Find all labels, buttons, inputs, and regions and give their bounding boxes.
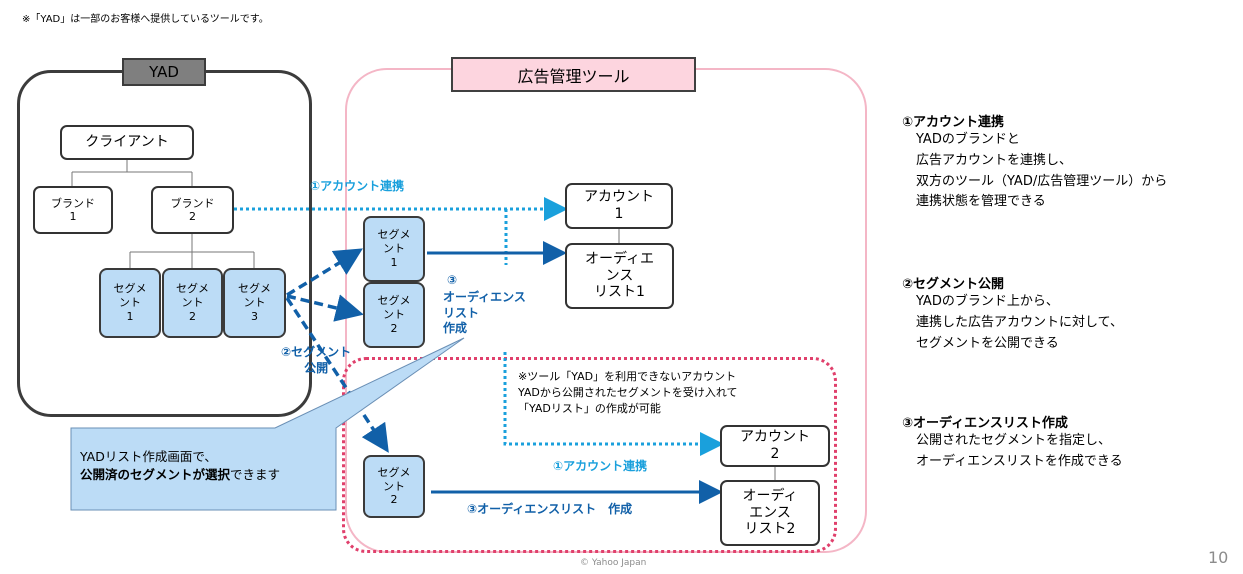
publish-arrow-1 (286, 248, 363, 297)
callout-shape (70, 337, 465, 511)
page-number: 10 (1208, 548, 1229, 567)
side-heading-2: ②セグメント公開 (902, 277, 1005, 292)
published-segment-1-box: セグメ ント 1 (363, 216, 425, 282)
side-heading-3: ③オーディエンスリスト作成 (902, 416, 1068, 431)
segment-3-box: セグメ ント 3 (223, 268, 286, 338)
hierarchy-lines (71, 159, 776, 480)
yad-title: YAD (122, 58, 206, 86)
segment-publish-label: ②セグメント 公開 (281, 345, 352, 375)
account-link-arrow-2 (503, 352, 724, 456)
brand-2-box: ブランド 2 (151, 186, 234, 234)
client-box: クライアント (60, 125, 194, 160)
non-yad-account-frame (342, 357, 837, 553)
audience-list-1-box: オーディエ ンス リスト1 (565, 243, 674, 309)
callout-rest: できます (230, 467, 281, 483)
audience-step-number: ③ (447, 273, 458, 287)
account-link-label-1: ①アカウント連携 (310, 179, 405, 193)
callout-line-1: YADリスト作成画面で、 (80, 449, 217, 464)
audience-create-label: オーディエンス リスト 作成 (443, 290, 526, 336)
side-body-1: YADのブランドと 広告アカウントを連携し、 双方のツール（YAD/広告管理ツー… (916, 132, 1168, 210)
account-1-box: アカウント 1 (565, 183, 673, 229)
side-explanation-3: ③オーディエンスリスト作成 公開されたセグメントを指定し、 オーディエンスリスト… (902, 412, 1123, 473)
callout-line-2: 公開済のセグメントが選択できます (80, 466, 280, 484)
footnote: ※「YAD」は一部のお客様へ提供しているツールです。 (22, 14, 269, 25)
copyright-footer: © Yahoo Japan (580, 558, 647, 568)
audience-create-label-2: ③オーディエンスリスト 作成 (467, 502, 633, 516)
account-link-label-2: ①アカウント連携 (553, 459, 648, 473)
side-explanation-1: ①アカウント連携 YADのブランドと 広告アカウントを連携し、 双方のツール（Y… (902, 111, 1167, 213)
callout-bold: 公開済のセグメントが選択 (80, 467, 231, 483)
side-body-3: 公開されたセグメントを指定し、 オーディエンスリストを作成できる (916, 433, 1123, 469)
side-explanation-2: ②セグメント公開 YADのブランド上から、 連携した広告アカウントに対して、 セ… (902, 273, 1123, 354)
ad-tool-title: 広告管理ツール (451, 57, 696, 92)
publish-arrow-2 (286, 294, 364, 322)
account-2-box: アカウント 2 (720, 425, 830, 467)
published-segment-2-box: セグメ ント 2 (363, 282, 425, 348)
side-heading-1: ①アカウント連携 (902, 115, 1005, 130)
segment-2-box: セグメ ント 2 (162, 268, 223, 338)
non-yad-account-note: ※ツール「YAD」を利用できないアカウント YADから公開されたセグメントを受け… (518, 370, 738, 415)
lower-segment-2-box: セグメ ント 2 (363, 455, 425, 518)
callout-text: YADリスト作成画面で、 公開済のセグメントが選択できます (80, 448, 280, 484)
audience-list-2-box: オーディ エンス リスト2 (720, 480, 820, 546)
segment-1-box: セグメ ント 1 (99, 268, 161, 338)
side-body-2: YADのブランド上から、 連携した広告アカウントに対して、 セグメントを公開でき… (916, 294, 1123, 351)
brand-1-box: ブランド 1 (33, 186, 113, 234)
publish-arrow-3 (285, 297, 389, 453)
